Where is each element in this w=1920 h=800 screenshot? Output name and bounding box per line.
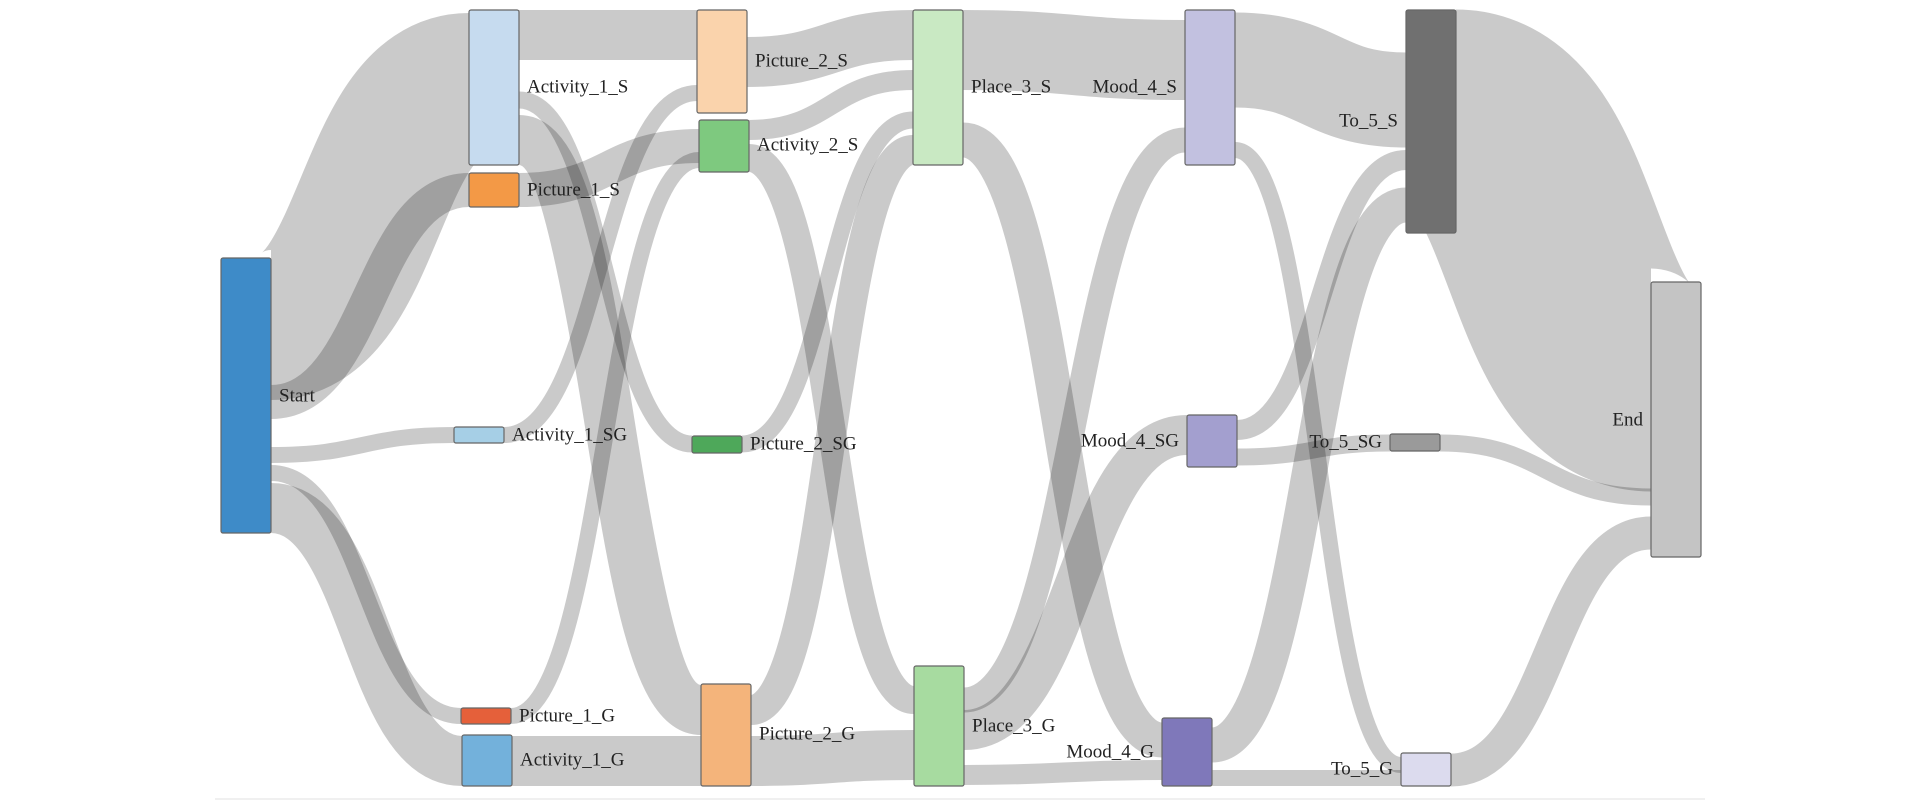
link-md4sg-to-to5s (1235, 150, 1408, 440)
node-pl3s (912, 9, 964, 166)
node-label-md4g: Mood_4_G (1066, 741, 1154, 762)
sankey-labels: Start Activity_1_S Picture_1_S Activity_1_S… (279, 50, 1643, 779)
node-label-md4s: Mood_4_S (1093, 76, 1177, 97)
node-pic1s (468, 172, 520, 208)
node-label-end: End (1612, 409, 1643, 430)
node-start (220, 257, 272, 534)
node-pl3g (913, 665, 965, 787)
node-label-pl3s: Place_3_S (971, 76, 1051, 97)
node-label-to5sg: To_5_SG (1309, 431, 1382, 452)
node-pic2sg (691, 435, 743, 454)
node-label-pic1g: Picture_1_G (519, 705, 615, 726)
link-start-to-pic1s (269, 173, 471, 419)
link-pic1s-to-act2s (518, 129, 700, 207)
node-act1g (461, 734, 513, 787)
link-start-to-act1s (256, 13, 484, 400)
node-md4sg (1186, 414, 1238, 468)
sankey-nodes (220, 9, 1702, 787)
link-to5sg-to-end (1439, 434, 1652, 506)
node-pic2g (700, 683, 752, 787)
link-to5s-to-end (1412, 9, 1695, 492)
link-act2s-to-pl3s (748, 70, 914, 140)
link-start-to-act1sg (270, 427, 455, 463)
node-label-pic1s: Picture_1_S (527, 179, 620, 200)
link-pic2g-to-pl3s (747, 135, 917, 725)
link-md4g-to-to5s (1208, 187, 1410, 763)
link-pl3s-to-md4s (962, 10, 1186, 100)
node-to5g (1400, 752, 1452, 787)
node-to5s (1405, 9, 1457, 234)
link-act1sg-to-pic2s (503, 85, 698, 443)
link-pl3g-to-md4sg (961, 415, 1190, 750)
node-label-act2s: Activity_2_S (757, 134, 858, 155)
node-label-to5s: To_5_S (1339, 110, 1398, 131)
link-pic2s-to-pl3s (746, 10, 914, 87)
node-label-pic2g: Picture_2_G (759, 723, 855, 744)
node-act1s (468, 9, 520, 166)
node-end (1650, 281, 1702, 558)
node-label-act1sg: Activity_1_SG (512, 424, 627, 445)
node-to5sg (1389, 433, 1441, 452)
node-pic2s (696, 9, 748, 114)
node-label-act1g: Activity_1_G (520, 749, 625, 770)
node-label-pl3g: Place_3_G (972, 715, 1056, 736)
node-pic1g (460, 707, 512, 725)
link-pic2sg-to-pl3s (740, 111, 915, 453)
link-md4s-to-to5s (1233, 12, 1408, 148)
node-label-to5g: To_5_G (1331, 758, 1393, 779)
node-md4s (1184, 9, 1236, 166)
node-label-pic2s: Picture_2_S (755, 50, 848, 71)
link-pic1g-to-act2s (509, 152, 701, 724)
node-label-md4sg: Mood_4_SG (1081, 430, 1179, 451)
node-label-pic2sg: Picture_2_SG (750, 433, 857, 454)
node-act2s (698, 119, 750, 173)
sankey-links (256, 9, 1695, 787)
node-label-act1s: Activity_1_S (527, 76, 628, 97)
link-pl3g-to-md4g (963, 760, 1163, 785)
node-act1sg (453, 426, 505, 444)
link-pic2g-to-pl3g (750, 730, 915, 786)
link-start-to-act1g (268, 483, 465, 786)
node-md4g (1161, 717, 1213, 787)
link-to5g-to-end (1449, 516, 1653, 787)
link-pl3g-to-md4s (962, 127, 1187, 713)
node-label-start: Start (279, 385, 316, 406)
